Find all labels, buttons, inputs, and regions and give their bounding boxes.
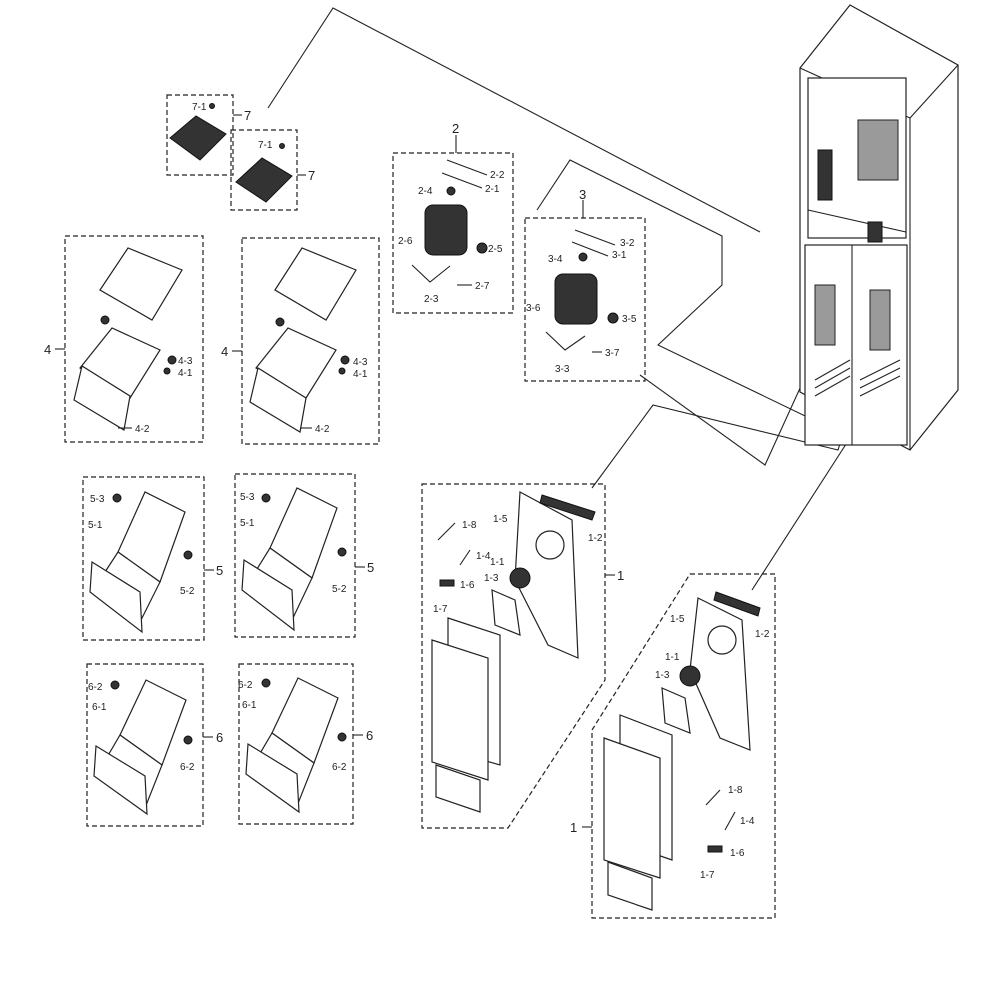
label-assy-5-left: 5: [216, 563, 223, 578]
label-1-3-upper: 1-3: [484, 573, 499, 584]
label-1-3-lower: 1-3: [655, 670, 670, 681]
label-6-1-left: 6-1: [92, 702, 107, 713]
assembly-4-right: 4-3 4-1 4-2 4: [221, 237, 380, 445]
label-1-7-lower: 1-7: [700, 870, 715, 881]
label-7-1-b: 7-1: [258, 140, 273, 151]
label-5-2-right: 5-2: [332, 584, 347, 595]
label-assy-4-left: 4: [44, 342, 51, 357]
assembly-1-upper: 1-5 1-2 1-1 1-3 1-8 1-4 1-6 1-7 1: [421, 483, 624, 829]
label-1-4-upper: 1-4: [476, 551, 491, 562]
label-3-7: 3-7: [605, 348, 620, 359]
label-assy-6-right: 6: [366, 728, 373, 743]
label-1-5-lower: 1-5: [670, 614, 685, 625]
label-2-4: 2-4: [418, 186, 433, 197]
label-4-3-left: 4-3: [178, 356, 193, 367]
label-3-6: 3-6: [526, 303, 541, 314]
label-5-2-left: 5-2: [180, 586, 195, 597]
label-1-7-upper: 1-7: [433, 604, 448, 615]
label-5-3-left: 5-3: [90, 494, 105, 505]
label-5-3-right: 5-3: [240, 492, 255, 503]
label-2-3: 2-3: [424, 294, 439, 305]
label-6-2-left-top: 6-2: [88, 682, 103, 693]
label-2-2: 2-2: [490, 170, 505, 181]
assembly-2: 2 2-2 2-1 2-4 2-6 2-5 2-3 2-7: [392, 121, 514, 314]
label-3-4: 3-4: [548, 254, 563, 265]
label-2-5: 2-5: [488, 244, 503, 255]
label-1-2-lower: 1-2: [755, 629, 770, 640]
assembly-6-left: 6-2 6-1 6-2 6: [86, 663, 223, 827]
label-assy-4-right: 4: [221, 344, 228, 359]
label-5-1-right: 5-1: [240, 518, 255, 529]
label-2-6: 2-6: [398, 236, 413, 247]
label-2-7: 2-7: [475, 281, 490, 292]
label-4-1-left: 4-1: [178, 368, 193, 379]
label-1-6-upper: 1-6: [460, 580, 475, 591]
assembly-1-lower: 1-5 1-2 1-1 1-3 1-8 1-4 1-6 1-7 1: [570, 573, 776, 919]
label-assy-7-b: 7: [308, 168, 315, 183]
label-1-2-upper: 1-2: [588, 533, 603, 544]
label-assy-2: 2: [452, 121, 459, 136]
label-1-1-lower: 1-1: [665, 652, 680, 663]
label-3-2: 3-2: [620, 238, 635, 249]
label-6-1-right: 6-1: [242, 700, 257, 711]
label-4-2-right: 4-2: [315, 424, 330, 435]
assembly-6-right: 6-2 6-1 6-2 6: [238, 663, 373, 825]
label-3-1: 3-1: [612, 250, 627, 261]
label-1-8-lower: 1-8: [728, 785, 743, 796]
refrigerator-cabinet: [799, 4, 959, 451]
assembly-4-left: 4-3 4-1 4-2 4: [44, 235, 204, 443]
assembly-5-right: 5-3 5-1 5-2 5: [234, 473, 374, 638]
label-5-1-left: 5-1: [88, 520, 103, 531]
label-1-8-upper: 1-8: [462, 520, 477, 531]
label-assy-1-lower: 1: [570, 820, 577, 835]
label-1-1-upper: 1-1: [490, 557, 505, 568]
label-2-1: 2-1: [485, 184, 500, 195]
assembly-7-box-a: 7-1 7: [166, 94, 251, 176]
label-assy-5-right: 5: [367, 560, 374, 575]
label-4-2-left: 4-2: [135, 424, 150, 435]
leader-lines: [267, 7, 869, 591]
label-1-4-lower: 1-4: [740, 816, 755, 827]
label-4-1-right: 4-1: [353, 369, 368, 380]
label-assy-7-a: 7: [244, 108, 251, 123]
label-3-5: 3-5: [622, 314, 637, 325]
label-6-2-right-bottom: 6-2: [332, 762, 347, 773]
cabinet-grille: [814, 284, 901, 397]
label-7-1-a: 7-1: [192, 102, 207, 113]
label-6-2-right-top: 6-2: [238, 680, 253, 691]
label-4-3-right: 4-3: [353, 357, 368, 368]
label-3-3: 3-3: [555, 364, 570, 375]
assembly-7-box-b: 7-1 7: [230, 129, 315, 211]
label-6-2-left-bottom: 6-2: [180, 762, 195, 773]
assembly-5-left: 5-3 5-1 5-2 5: [82, 476, 223, 641]
label-assy-1-upper: 1: [617, 568, 624, 583]
label-assy-6-left: 6: [216, 730, 223, 745]
label-1-5-upper: 1-5: [493, 514, 508, 525]
assembly-3: 3 3-2 3-1 3-4 3-6 3-5 3-3 3-7: [524, 187, 646, 382]
label-1-6-lower: 1-6: [730, 848, 745, 859]
label-assy-3: 3: [579, 187, 586, 202]
